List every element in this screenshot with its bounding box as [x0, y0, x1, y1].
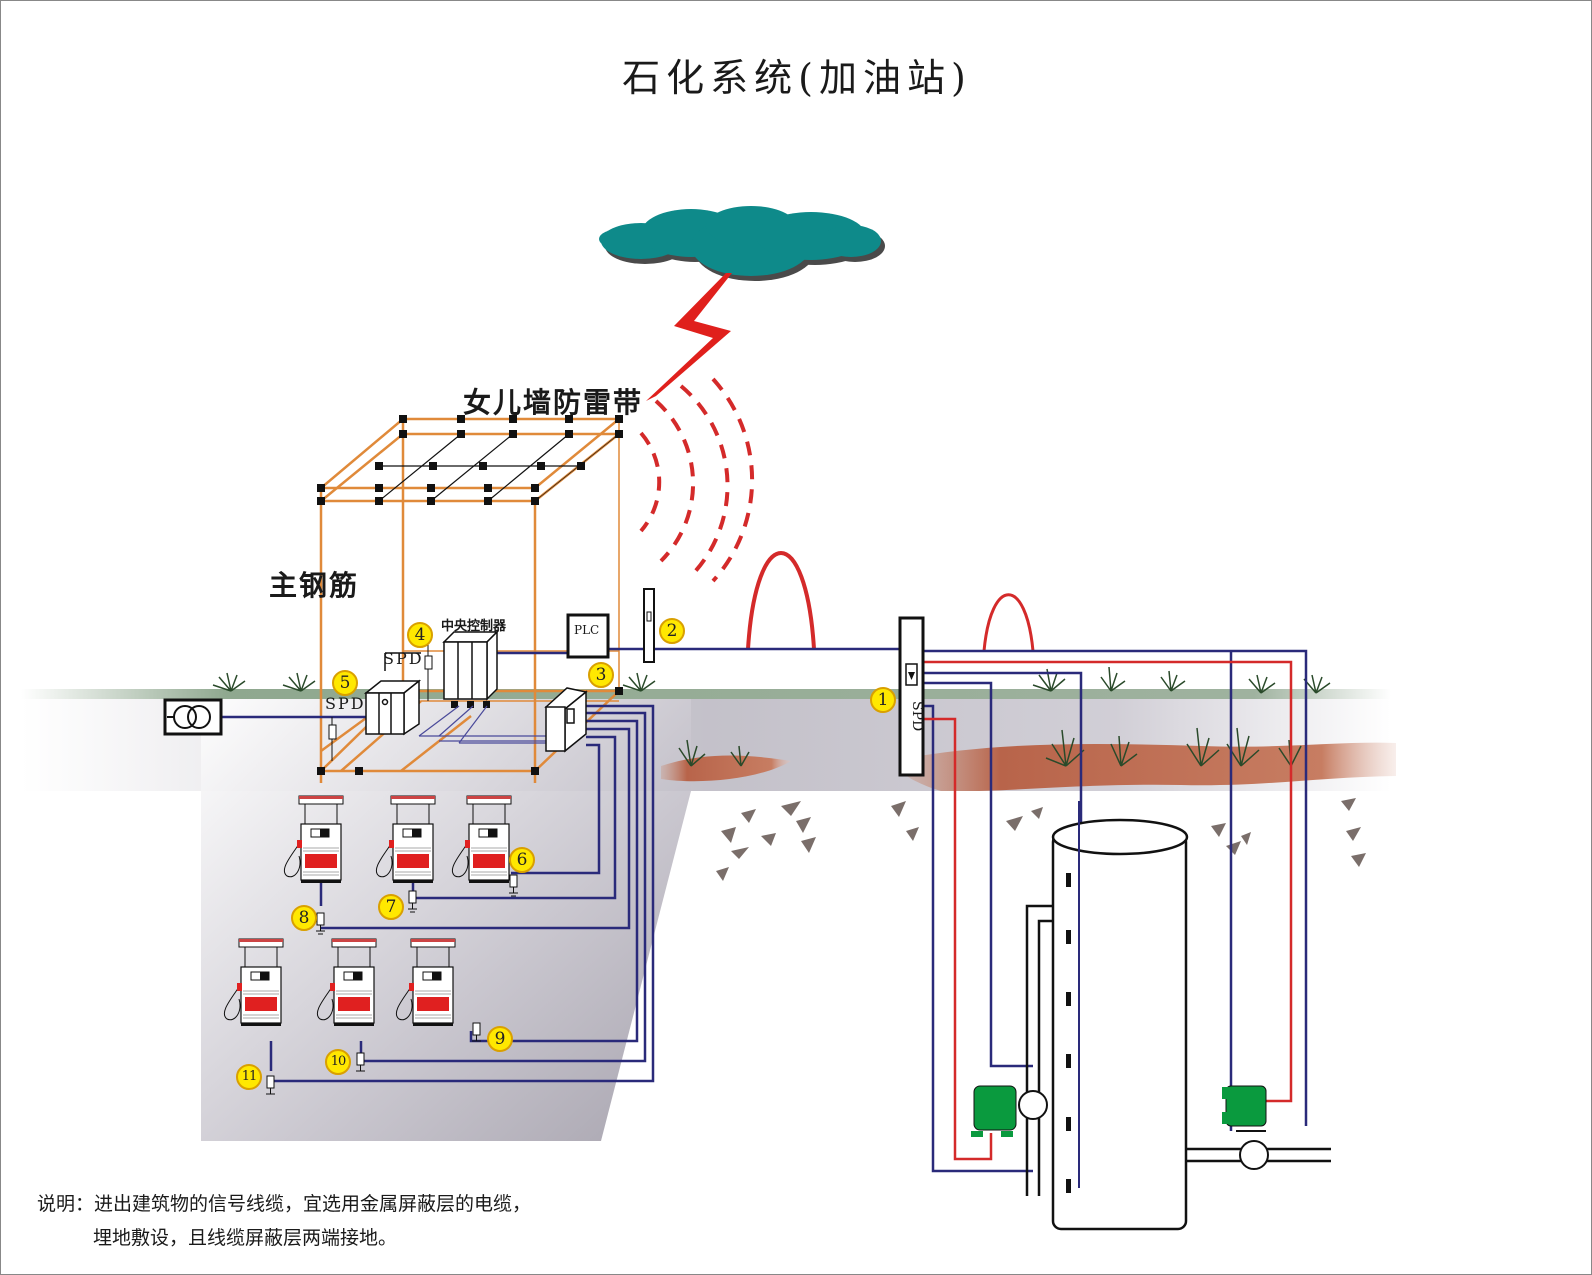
- surge-arc-2: [982, 593, 1035, 652]
- label-parapet-lightning-strip: 女儿墙防雷带: [463, 386, 644, 419]
- note-line-2: 埋地敷设，且线缆屏蔽层两端接地。: [93, 1227, 398, 1249]
- fuel-dispenser-icon: [223, 938, 284, 1026]
- label-spd-5: SPD: [325, 694, 366, 713]
- spd-2-device: [643, 588, 655, 663]
- fuel-dispenser-icon: [375, 795, 436, 883]
- label-spd-1: SPD: [909, 701, 925, 732]
- fuel-tank-icon: [1051, 818, 1189, 1231]
- central-controller-cabinet: [442, 630, 499, 701]
- label-central-controller: 中央控制器: [441, 619, 507, 634]
- inline-spd-small: [328, 642, 433, 761]
- storm-cloud-icon: [599, 206, 885, 281]
- explanatory-note: 说明：进出建筑物的信号线缆，宜选用金属屏蔽层的电缆， 埋地敷设，且线缆屏蔽层两端…: [37, 1187, 531, 1255]
- label-spd-4: SPD: [383, 649, 424, 668]
- dispenser-ground-spds: [266, 874, 518, 1095]
- fuel-dispenser-icon: [283, 795, 344, 883]
- badge-7: 7: [378, 894, 404, 920]
- tank-level-sensors: [1066, 873, 1071, 1193]
- pump-motor-icon: [971, 1085, 1269, 1170]
- lightning-bolt-icon: [646, 273, 732, 401]
- page-title: 石化系统(加油站): [622, 56, 972, 100]
- signal-cables: [221, 647, 1308, 1173]
- badge-8: 8: [291, 905, 317, 931]
- em-wave-arcs: [639, 377, 755, 583]
- badge-6: 6: [509, 847, 535, 873]
- spd-1-device: [898, 616, 925, 777]
- surge-arc-1: [746, 551, 816, 650]
- badge-10: 10: [325, 1049, 351, 1075]
- spd-3-device: [544, 687, 588, 753]
- power-cables: [923, 660, 1293, 1161]
- badge-2: 2: [659, 618, 685, 644]
- fuel-dispenser-icon: [395, 938, 456, 1026]
- rebar-junction-nodes: [317, 415, 623, 775]
- note-line-1: 说明：进出建筑物的信号线缆，宜选用金属屏蔽层的电缆，: [37, 1193, 532, 1215]
- badge-9: 9: [487, 1026, 513, 1052]
- fuel-dispenser-icon: [451, 795, 512, 883]
- transformer-icon: [163, 698, 223, 736]
- fuel-dispensers: [223, 795, 512, 1026]
- badge-5: 5: [332, 670, 358, 696]
- badge-1: 1: [870, 687, 896, 713]
- fuel-dispenser-icon: [316, 938, 377, 1026]
- label-main-rebar: 主钢筋: [269, 569, 360, 602]
- plc-box: [566, 613, 610, 659]
- main-power-cabinet: [363, 652, 422, 736]
- badge-11: 11: [236, 1064, 262, 1090]
- rock-debris: [716, 798, 1366, 881]
- label-plc: PLC: [574, 623, 600, 637]
- ground-layer: [21, 689, 1396, 1274]
- badge-4: 4: [407, 622, 433, 648]
- badge-3: 3: [588, 662, 614, 688]
- grass-tufts: [212, 666, 1331, 767]
